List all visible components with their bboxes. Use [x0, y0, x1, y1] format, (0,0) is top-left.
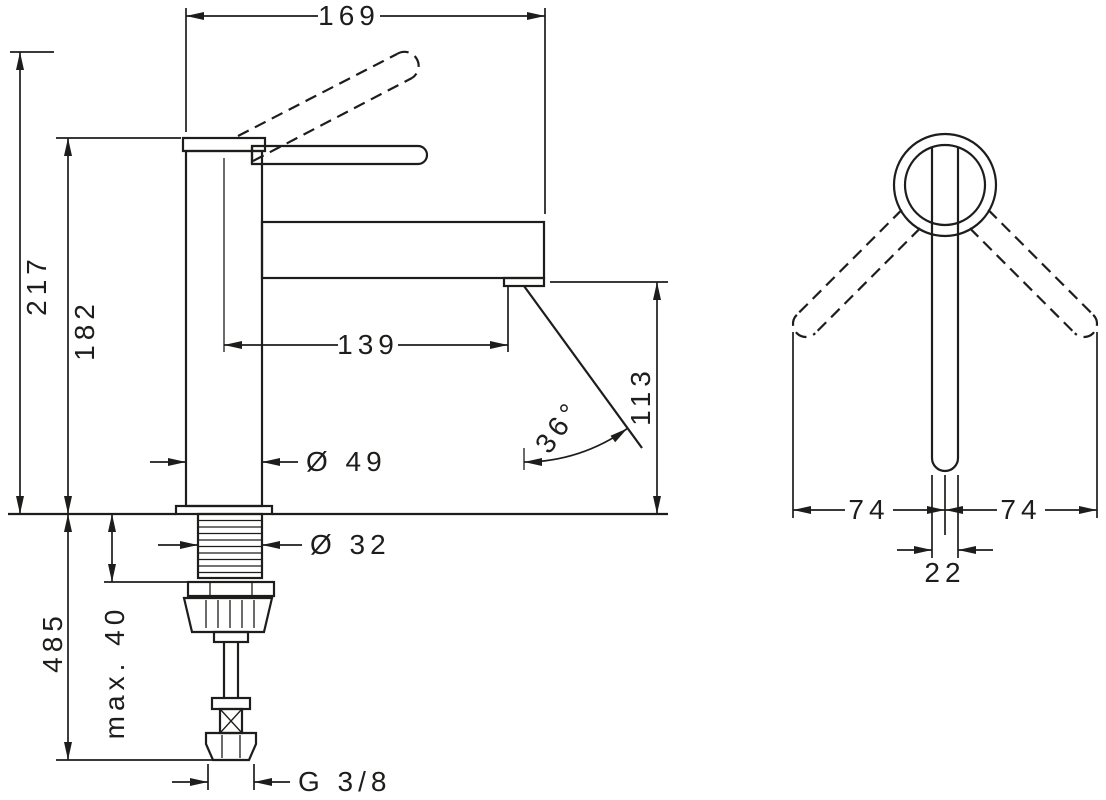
dim-spout-reach: 139 [337, 329, 399, 360]
dim-width-top: 169 [318, 0, 380, 31]
dim-line-max-deck [104, 514, 188, 583]
lever-front [930, 147, 960, 473]
spout [260, 220, 546, 288]
dim-body-diameter: Ø 49 [306, 446, 387, 477]
water-stream-line [523, 285, 643, 449]
handle-circle [892, 132, 998, 238]
dim-height-body: 182 [69, 299, 100, 361]
mounting-washer [186, 580, 276, 598]
dimension-labels: 169 217 182 139 113 36° Ø 49 Ø 32 485 ma… [21, 0, 1041, 797]
dim-line-swing [792, 332, 1098, 535]
supply-hose [222, 642, 240, 698]
mounting-nut [182, 596, 274, 644]
dim-max-deck-thickness: max. 40 [99, 605, 130, 740]
dimension-lines-side [10, 8, 668, 790]
dimension-lines-front [792, 332, 1098, 558]
dim-line-lever-width [897, 475, 993, 558]
dim-line-height-total [10, 51, 54, 514]
lever-swing-right-dashed [969, 209, 1099, 339]
dim-swing-left: 74 [848, 494, 889, 525]
dim-height-total: 217 [21, 254, 52, 316]
dim-line-below-deck [56, 514, 236, 761]
front-view [791, 132, 1099, 473]
mounting-shank [196, 512, 264, 580]
dim-line-spout-height [550, 281, 668, 514]
dim-below-deck-length: 485 [37, 611, 68, 673]
dim-swing-right: 74 [1000, 494, 1041, 525]
dim-shank-diameter: Ø 32 [310, 529, 391, 560]
dim-spout-height: 113 [625, 366, 656, 426]
dim-line-thread [172, 764, 290, 790]
hose-connector [204, 696, 258, 762]
dim-line-height-body [56, 137, 181, 514]
dim-thread-size: G 3/8 [298, 766, 391, 797]
dim-arc-stream-angle [523, 427, 628, 470]
lever-swing-left-dashed [791, 209, 921, 339]
faucet-body [174, 136, 274, 516]
dim-line-spout-reach [224, 286, 509, 352]
dim-lever-width: 22 [924, 557, 965, 588]
lever-raised-dashed [237, 50, 420, 162]
faucet-lever [250, 144, 429, 166]
dim-stream-angle: 36° [529, 394, 588, 459]
side-view [8, 50, 668, 762]
dim-line-width-top [185, 8, 546, 214]
